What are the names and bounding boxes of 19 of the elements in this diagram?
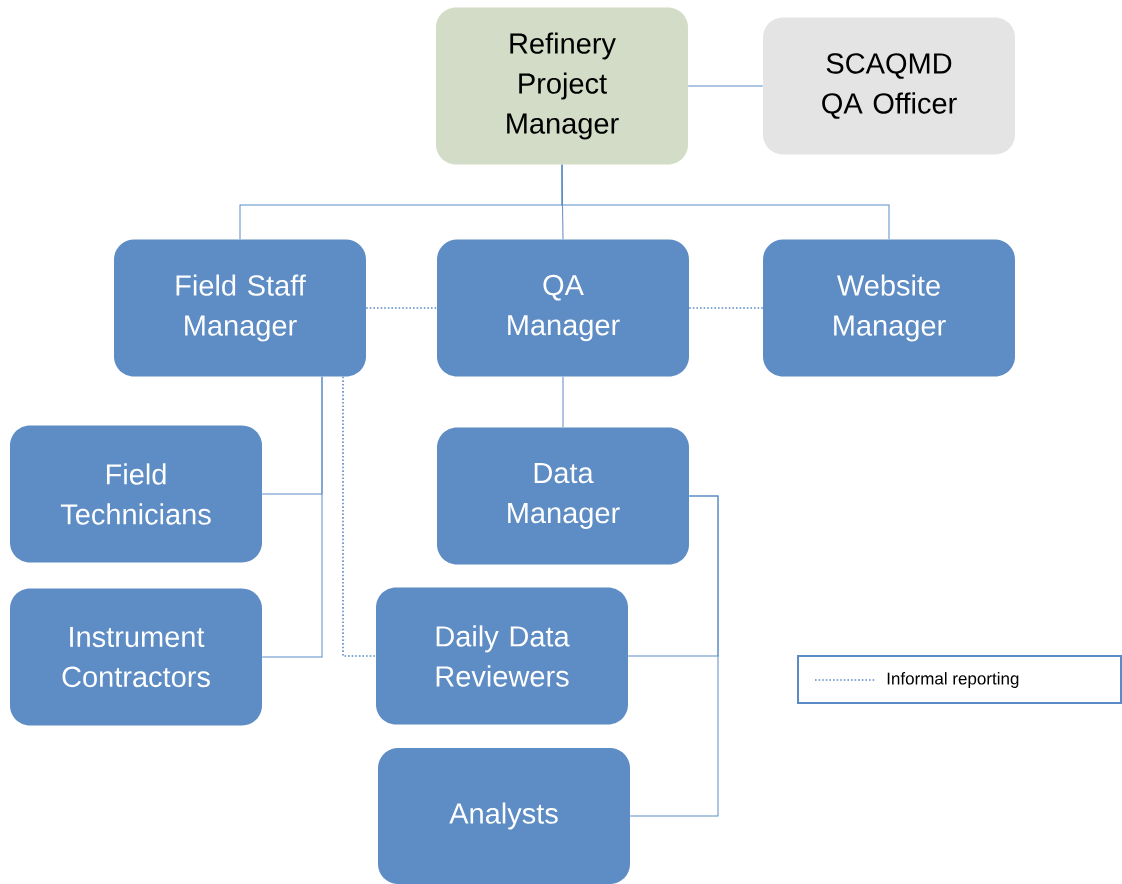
connector-line — [688, 307, 764, 309]
org-box: Analysts — [378, 748, 630, 884]
connector-line — [365, 307, 438, 309]
org-box: Instrument Contractors — [10, 588, 262, 726]
connector-line — [561, 164, 890, 240]
connector-line — [687, 85, 764, 87]
legend-text: Informal reporting — [887, 672, 1019, 688]
org-box: SCAQMD QA Officer — [763, 17, 1015, 155]
org-box: Website Manager — [763, 239, 1015, 377]
org-box: Refinery Project Manager — [436, 7, 688, 165]
connector-line — [629, 495, 719, 817]
org-box: Field Staff Manager — [114, 239, 366, 377]
org-box: Data Manager — [437, 427, 689, 565]
org-box: QA Manager — [437, 239, 689, 377]
connector-line — [562, 376, 564, 428]
org-box: Field Technicians — [10, 425, 262, 563]
org-box: Daily Data Reviewers — [376, 587, 628, 725]
connector-line — [261, 376, 323, 658]
connector-line — [342, 375, 377, 657]
